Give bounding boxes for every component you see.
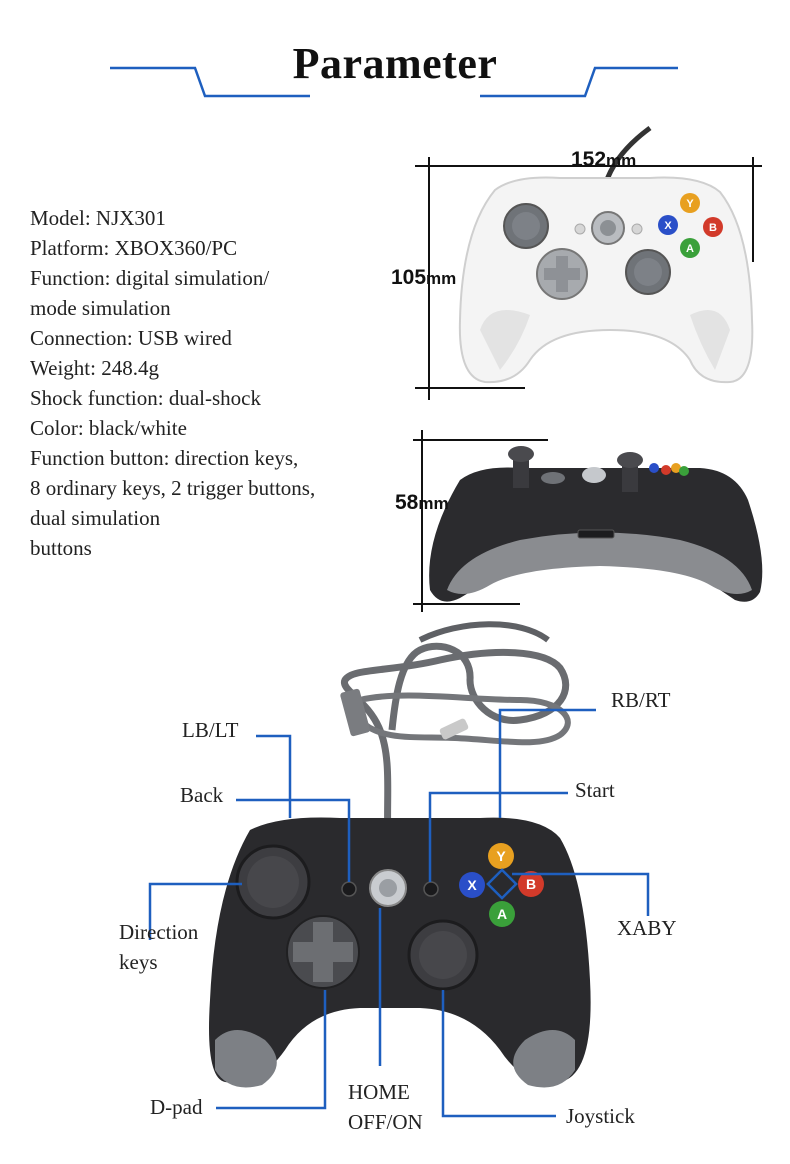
title-rule-right	[480, 66, 678, 98]
label-off-on: OFF/ON	[348, 1110, 423, 1134]
main-dpad	[293, 922, 353, 982]
side-usb-port	[577, 529, 615, 539]
main-button-x	[459, 872, 485, 898]
main-cable	[341, 642, 570, 839]
spec-list: Model: NJX301 Platform: XBOX360/PC Funct…	[30, 203, 315, 563]
black-controller-side	[429, 446, 763, 602]
cable-clip	[439, 718, 469, 740]
spec-model: Model: NJX301	[30, 206, 166, 230]
main-controller	[209, 621, 591, 1088]
label-direction-keys: keys	[119, 950, 158, 974]
white-controller-front	[458, 125, 754, 384]
callout-lines	[148, 708, 650, 1118]
page-title: Parameter	[292, 39, 498, 88]
label-lb-lt: LB/LT	[182, 718, 239, 742]
side-controller-gray-band	[447, 532, 752, 594]
main-controller-gray-band	[215, 1030, 575, 1088]
spec-connection: Connection: USB wired	[30, 326, 232, 350]
label-rb-rt: RB/RT	[611, 688, 671, 712]
callout-start	[428, 791, 568, 882]
spec-platform: Platform: XBOX360/PC	[30, 236, 238, 260]
height-dimension-label: 105mm	[391, 266, 457, 289]
title-rule-left	[110, 66, 310, 98]
label-home: HOME	[348, 1080, 410, 1104]
spec-function-button-cont3: buttons	[30, 536, 92, 560]
main-button-y	[488, 843, 514, 869]
callout-rb-rt	[498, 708, 596, 818]
main-button-b	[518, 871, 544, 897]
spec-function: Function: digital simulation/	[30, 266, 270, 290]
callout-joystick	[441, 990, 556, 1118]
usb-plug	[340, 688, 370, 737]
callout-dpad	[216, 990, 327, 1110]
side-guide-button	[582, 467, 606, 483]
main-start-button	[423, 881, 439, 897]
label-dpad: D-pad	[150, 1095, 203, 1119]
depth-dimension-label: 58mm	[395, 491, 449, 514]
white-button-x	[658, 215, 678, 235]
main-back-button	[341, 881, 357, 897]
white-controller-grip-shade	[480, 310, 730, 370]
spec-color: Color: black/white	[30, 416, 187, 440]
white-start-button	[631, 223, 643, 235]
white-button-y	[680, 193, 700, 213]
spec-function-button-cont2: dual simulation	[30, 506, 161, 530]
label-joystick: Joystick	[566, 1104, 635, 1128]
main-button-a	[489, 901, 515, 927]
callout-xaby	[512, 872, 650, 916]
white-button-a	[680, 238, 700, 258]
label-start: Start	[575, 778, 615, 802]
white-back-button	[574, 223, 586, 235]
side-left-stick-shaft	[513, 458, 529, 488]
spec-function-cont: mode simulation	[30, 296, 171, 320]
spec-shock: Shock function: dual-shock	[30, 386, 261, 410]
callout-lb-lt	[256, 734, 292, 818]
label-direction: Direction	[119, 920, 199, 944]
white-button-b	[703, 217, 723, 237]
spec-weight: Weight: 248.4g	[30, 356, 159, 380]
white-dpad	[544, 256, 580, 292]
spec-function-button-cont1: 8 ordinary keys, 2 trigger buttons,	[30, 476, 316, 500]
label-back: Back	[180, 783, 224, 807]
callout-back	[236, 798, 351, 882]
white-left-stick-top	[512, 212, 540, 240]
spec-function-button: Function button: direction keys,	[30, 446, 299, 470]
side-left-stick-cap	[508, 446, 534, 462]
width-dimension-label: 152mm	[571, 148, 637, 171]
label-xaby: XABY	[617, 916, 677, 940]
side-right-stick-shaft	[622, 462, 638, 492]
xaby-diamond	[486, 868, 518, 900]
callout-direction	[148, 882, 242, 940]
